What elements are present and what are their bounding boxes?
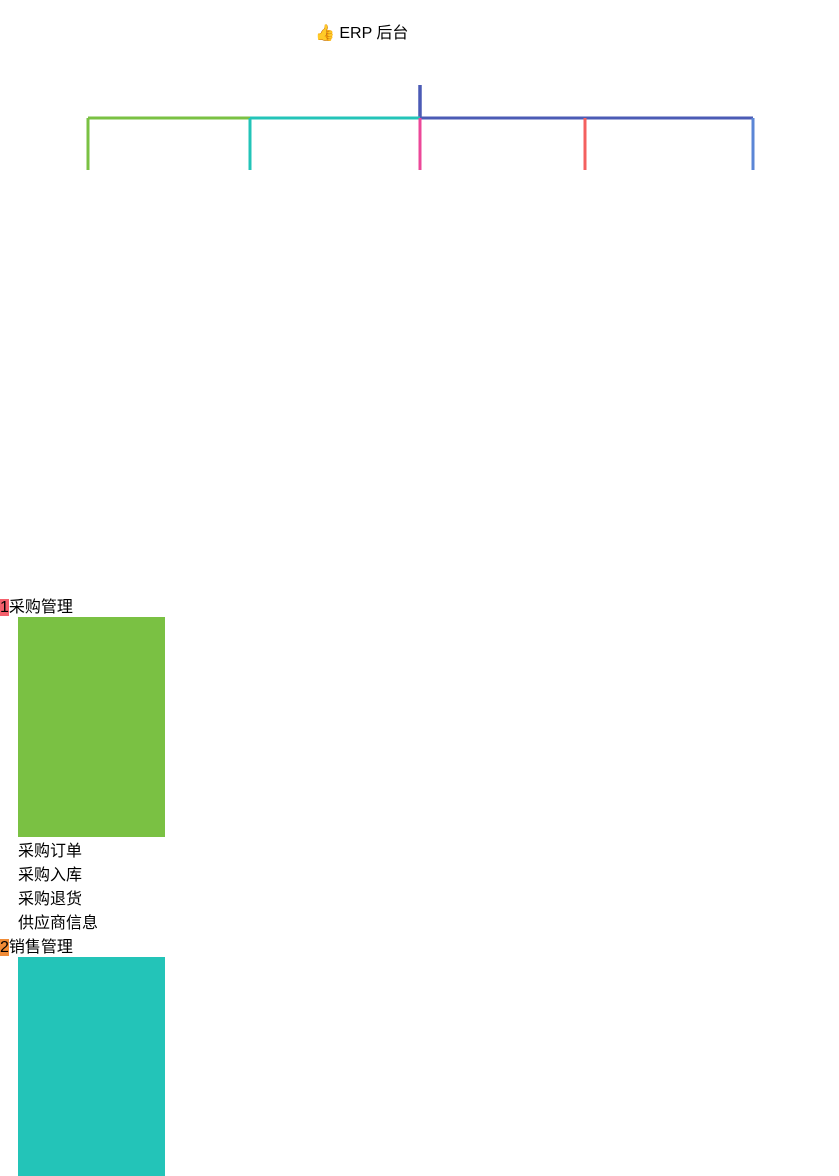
branch-index-badge: 2: [0, 939, 9, 956]
branch-leaf-item[interactable]: 采购订单: [18, 837, 165, 861]
branch-items: 销售订单销售出库销售退货客户信息: [18, 957, 165, 1176]
connector-lines: [86, 85, 755, 170]
leaf-label: 采购退货: [18, 891, 83, 908]
branch-columns: 1采购管理采购订单采购入库采购退货供应商信息2销售管理销售订单销售出库销售退货客…: [0, 593, 839, 1176]
branch-leaf-item[interactable]: 采购退货: [18, 885, 165, 909]
root-node[interactable]: 👍 ERP 后台: [315, 19, 525, 85]
branch-header[interactable]: 1采购管理: [0, 593, 165, 617]
branch-spine: [18, 617, 165, 837]
branch-column: 2销售管理销售订单销售出库销售退货客户信息: [0, 933, 165, 1176]
branch-index-badge: 1: [0, 599, 9, 616]
branch-leaf-item[interactable]: 采购入库: [18, 861, 165, 885]
branch-leaf-item[interactable]: 供应商信息: [18, 909, 165, 933]
leaf-label: 采购入库: [18, 867, 83, 884]
branch-header[interactable]: 2销售管理: [0, 933, 165, 957]
branch-title: 销售管理: [8, 939, 73, 956]
branch-spine: [18, 957, 165, 1176]
thumbs-up-icon: 👍: [315, 25, 335, 42]
leaf-label: 供应商信息: [18, 915, 99, 932]
branch-title: 采购管理: [8, 599, 73, 616]
leaf-label: 采购订单: [18, 843, 83, 860]
branch-items: 采购订单采购入库采购退货供应商信息: [18, 617, 165, 933]
branch-column: 1采购管理采购订单采购入库采购退货供应商信息: [0, 593, 165, 933]
root-node-title: ERP 后台: [339, 25, 409, 42]
mindmap-canvas: 👍 ERP 后台 1采购管理采购订单采购入库采购退货供应商信息2销售管理销售订单…: [0, 19, 755, 1176]
